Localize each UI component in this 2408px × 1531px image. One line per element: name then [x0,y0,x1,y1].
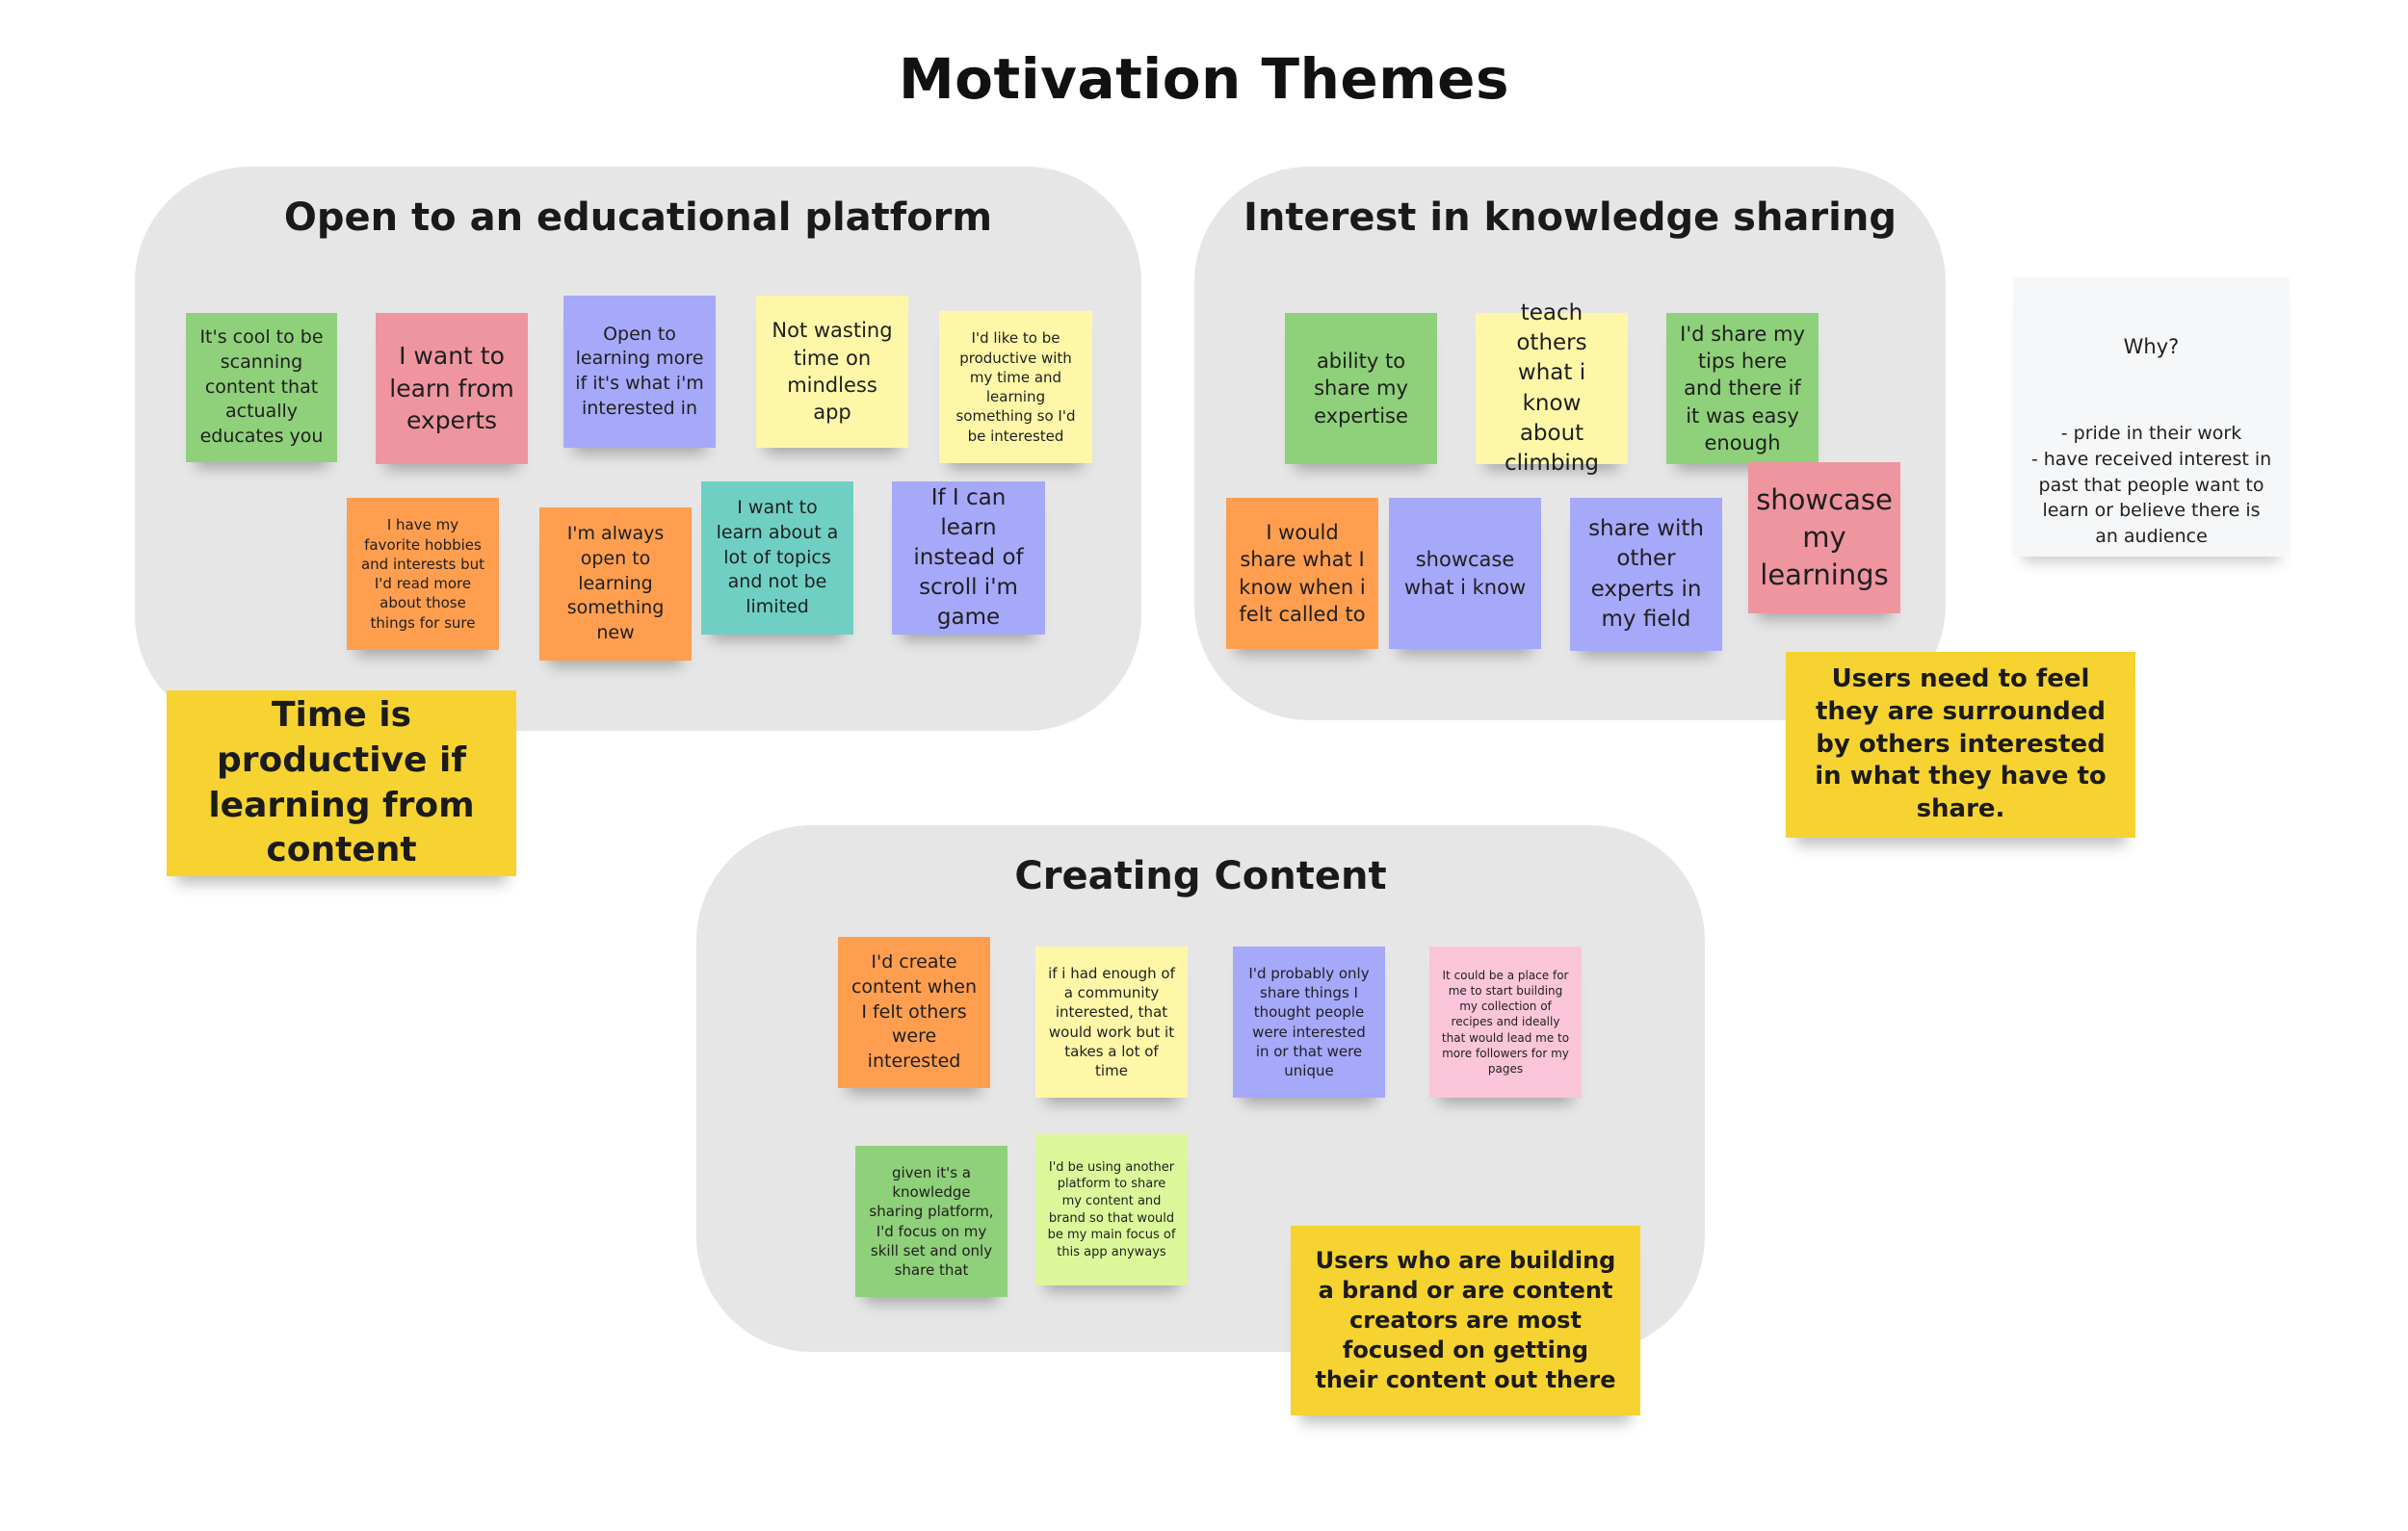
sticky-note[interactable]: Open to learning more if it's what i'm i… [563,296,716,448]
summary-note[interactable]: Time is productive if learning from cont… [167,690,516,876]
sticky-note[interactable]: given it's a knowledge sharing platform,… [855,1146,1008,1297]
sticky-note[interactable]: showcase what i know [1389,498,1541,649]
cluster-title: Interest in knowledge sharing [1243,195,1897,240]
sticky-note[interactable]: I want to learn about a lot of topics an… [701,481,853,635]
board-title: Motivation Themes [898,46,1510,112]
sticky-note[interactable]: I'd be using another platform to share m… [1035,1134,1188,1285]
sticky-note[interactable]: It could be a place for me to start buil… [1429,947,1582,1098]
cluster-title: Open to an educational platform [283,195,993,240]
sticky-note[interactable]: I'd probably only share things I thought… [1233,947,1385,1098]
sticky-note[interactable]: I have my favorite hobbies and interests… [347,498,499,650]
summary-note[interactable]: Users who are building a brand or are co… [1291,1226,1640,1415]
sticky-note[interactable]: I want to learn from experts [376,313,528,464]
sticky-note[interactable]: I'd create content when I felt others we… [838,937,990,1088]
why-note[interactable]: Why? - pride in their work - have receiv… [2013,277,2290,557]
cluster-title: Creating Content [1014,854,1387,898]
why-note-title: Why? [2123,335,2180,358]
sticky-note[interactable]: If I can learn instead of scroll i'm gam… [892,481,1045,635]
sticky-note[interactable]: showcase my learnings [1748,462,1900,613]
why-note-line: - have received interest in past that pe… [2030,448,2272,547]
sticky-note[interactable]: I'd share my tips here and there if it w… [1666,313,1819,464]
summary-note[interactable]: Users need to feel they are surrounded b… [1786,652,2135,838]
sticky-note[interactable]: I would share what I know when i felt ca… [1226,498,1378,649]
why-note-line: - pride in their work [2060,423,2242,445]
sticky-note[interactable]: if i had enough of a community intereste… [1035,947,1188,1098]
sticky-note[interactable]: I'm always open to learning something ne… [539,507,692,661]
sticky-note[interactable]: ability to share my expertise [1285,313,1437,464]
sticky-note[interactable]: Not wasting time on mindless app [756,296,908,448]
sticky-note[interactable]: I'd like to be productive with my time a… [939,311,1092,463]
sticky-note[interactable]: teach others what i know about climbing [1476,300,1628,476]
sticky-note[interactable]: share with other experts in my field [1570,498,1722,651]
sticky-note[interactable]: It's cool to be scanning content that ac… [186,313,337,462]
